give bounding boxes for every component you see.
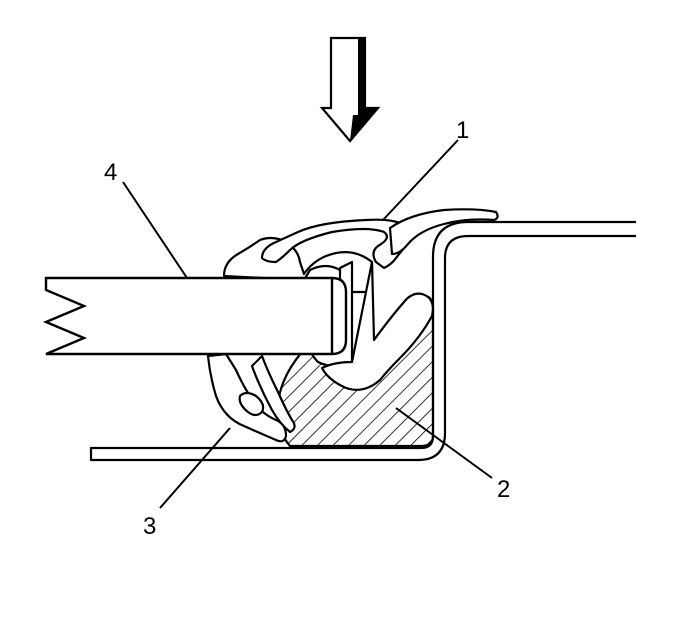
leader-line-4 [122, 181, 188, 279]
callout-1: 1 [456, 117, 469, 144]
down-arrow-icon [319, 36, 381, 143]
leader-lines [122, 139, 493, 509]
glass-panel [42, 276, 348, 356]
leader-line-2 [395, 407, 493, 479]
callout-2: 2 [497, 476, 510, 503]
callout-4: 4 [104, 159, 117, 186]
callout-3: 3 [143, 513, 156, 540]
leader-line-3 [159, 427, 231, 509]
body-panel [89, 220, 636, 462]
leader-line-1 [382, 139, 459, 221]
